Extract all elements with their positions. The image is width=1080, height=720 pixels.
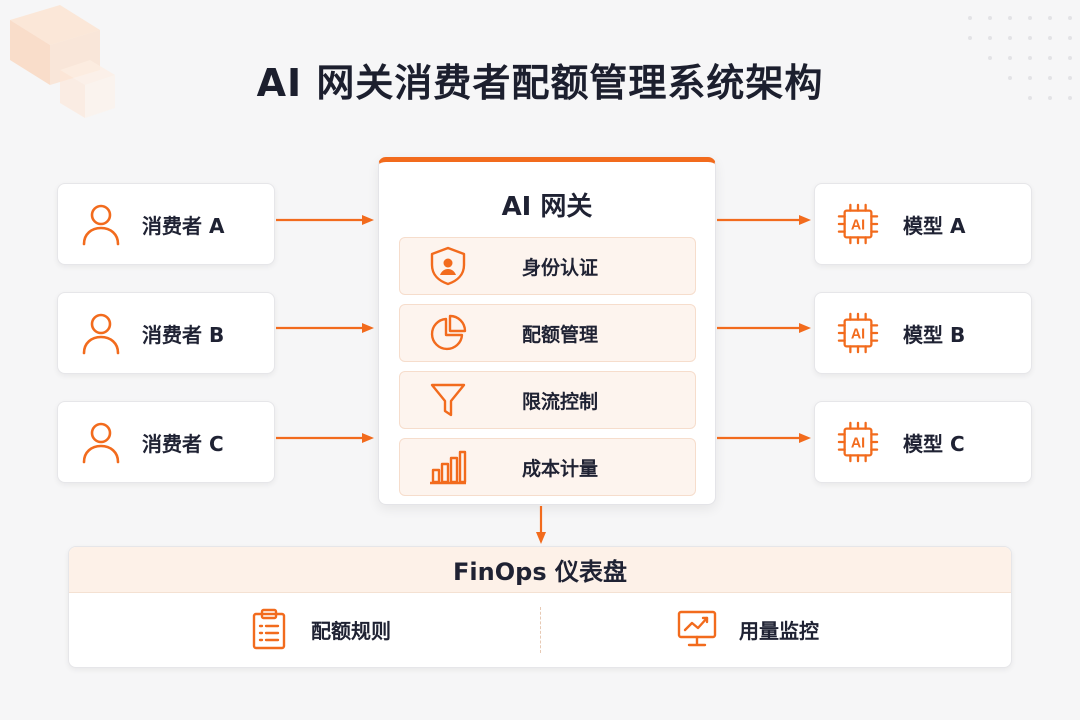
arrow-gateway-to-model-b [717, 323, 811, 333]
shield-user-icon [428, 246, 468, 286]
finops-item-usage-monitoring: 用量监控 [677, 603, 819, 655]
gateway-title: AI 网关 [501, 192, 593, 222]
model-a-card: AI 模型 A [814, 183, 1032, 265]
arrow-consumer-b-to-gateway [276, 323, 374, 333]
ai-gateway-panel: AI 网关 身份认证 配额管理 限流控制 成本计量 [378, 157, 716, 505]
finops-item-label: 用量监控 [739, 618, 819, 643]
ai-chip-icon: AI [837, 310, 879, 356]
pie-chart-icon [428, 313, 468, 353]
feature-rate-limiting: 限流控制 [399, 371, 696, 429]
ai-chip-icon: AI [837, 419, 879, 465]
arrow-gateway-to-finops [536, 506, 546, 544]
chip-text: AI [851, 327, 865, 343]
feature-label: 配额管理 [522, 323, 599, 346]
feature-label: 身份认证 [522, 256, 599, 279]
consumer-label: 消费者 A [142, 213, 225, 238]
feature-label: 成本计量 [522, 457, 599, 480]
ai-chip-icon: AI [837, 201, 879, 247]
consumer-b-card: 消费者 B [57, 292, 275, 374]
consumer-label: 消费者 C [142, 431, 224, 456]
consumer-label: 消费者 B [142, 322, 225, 347]
feature-cost-metering: 成本计量 [399, 438, 696, 496]
funnel-icon [428, 380, 468, 420]
chip-text: AI [851, 218, 865, 234]
finops-item-label: 配额规则 [311, 618, 391, 643]
bar-chart-icon [428, 447, 468, 487]
model-b-card: AI 模型 B [814, 292, 1032, 374]
chip-text: AI [851, 436, 865, 452]
monitor-trend-icon [677, 607, 717, 651]
feature-authentication: 身份认证 [399, 237, 696, 295]
arrow-gateway-to-model-a [717, 215, 811, 225]
consumer-a-card: 消费者 A [57, 183, 275, 265]
arrow-consumer-c-to-gateway [276, 433, 374, 443]
consumer-c-card: 消费者 C [57, 401, 275, 483]
clipboard-list-icon [249, 607, 289, 651]
model-label: 模型 C [903, 431, 965, 456]
finops-dashboard-panel: FinOps 仪表盘 配额规则 用量监控 [68, 546, 1012, 668]
user-icon [80, 201, 122, 247]
model-label: 模型 A [903, 213, 966, 238]
finops-title: FinOps 仪表盘 [69, 547, 1011, 593]
user-icon [80, 419, 122, 465]
page-title: AI 网关消费者配额管理系统架构 [256, 61, 824, 105]
feature-label: 限流控制 [522, 390, 599, 413]
model-c-card: AI 模型 C [814, 401, 1032, 483]
user-icon [80, 310, 122, 356]
arrow-gateway-to-model-c [717, 433, 811, 443]
feature-quota-management: 配额管理 [399, 304, 696, 362]
finops-divider [540, 607, 541, 653]
finops-item-quota-rules: 配额规则 [249, 603, 391, 655]
model-label: 模型 B [903, 322, 966, 347]
arrow-consumer-a-to-gateway [276, 215, 374, 225]
